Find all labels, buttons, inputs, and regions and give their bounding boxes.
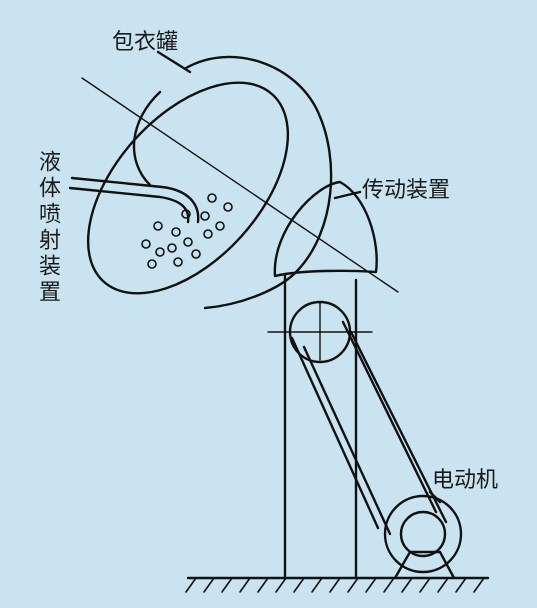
motor-leader [428,490,442,504]
transmission-leader [333,190,362,200]
liquid-spray-label: 液体喷射装置 [35,150,60,306]
coating-pan-leader [156,50,192,74]
spray-pipe [68,176,200,224]
motor-housing [383,494,463,574]
support-column [283,273,358,580]
coating-pan-inner-rim [132,90,162,187]
coating-pan-shell [184,55,333,310]
ground-hatching [185,577,485,593]
tablets [141,193,233,269]
motor-pulley [399,510,447,558]
pan-rotation-axis [81,77,399,293]
motor-label: 电动机 [432,468,499,493]
coating-pan-label: 包衣罐 [112,30,179,55]
transmission-housing [273,180,378,278]
drive-belt [290,320,448,536]
transmission-label: 传动装置 [362,178,451,203]
